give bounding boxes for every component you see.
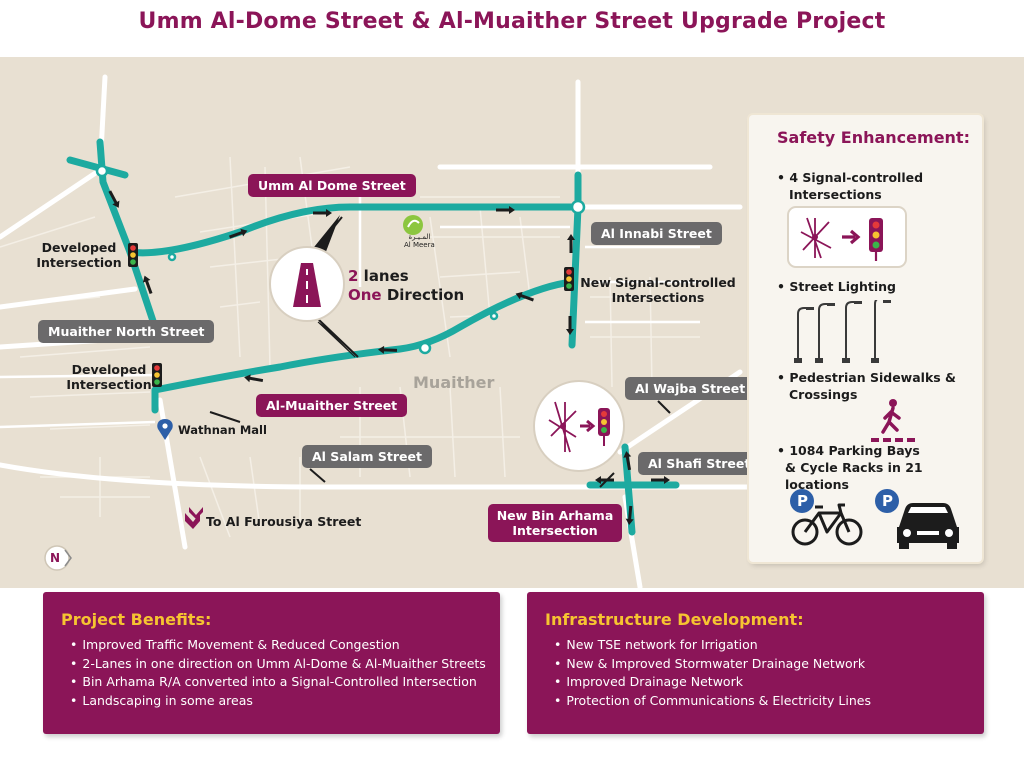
safety-item-text: & Cycle Racks in 21 locations: [785, 460, 923, 492]
benefit-item: Improved Traffic Movement & Reduced Cong…: [70, 636, 486, 655]
safety-item-text: 1084 Parking Bays: [789, 443, 920, 458]
project-benefits-box: Project Benefits: Improved Traffic Movem…: [43, 592, 500, 734]
infrastructure-item: New TSE network for Irrigation: [554, 636, 871, 655]
lanes-callout-icon: [269, 246, 345, 322]
direction-word: Direction: [386, 286, 465, 304]
infrastructure-item: Improved Drainage Network: [554, 673, 871, 692]
direction-arrow-icon: [625, 505, 634, 525]
traffic-arrows: [108, 190, 670, 525]
new-signal-line1: New Signal-controlled: [580, 275, 736, 290]
direction-arrow-icon: [229, 228, 248, 239]
direction-arrow-icon: [651, 476, 670, 484]
lanes-direction-callout: 2 lanes One Direction: [348, 267, 464, 305]
map-canvas: [0, 74, 763, 588]
road-nodes: [95, 164, 586, 355]
al-meera-logo: [403, 215, 423, 235]
direction-arrow-icon: [244, 374, 264, 383]
cycle-rack-icon: [790, 489, 863, 546]
direction-arrow-icon: [515, 291, 534, 302]
safety-item-text: Crossings: [789, 387, 858, 402]
benefits-title: Project Benefits:: [61, 610, 212, 629]
signal-intersection-icon: [787, 206, 907, 268]
lanes-number: 2: [348, 267, 359, 285]
direction-arrow-icon: [567, 234, 575, 253]
safety-enhancement-panel: Safety Enhancement: • 4 Signal-controlle…: [749, 115, 982, 562]
new-signal-intersections-label: New Signal-controlled Intersections: [574, 275, 742, 305]
bin-arhama-line1: New Bin Arhama: [496, 508, 614, 523]
al-meera-label: المـيـرة Al Meera: [404, 233, 435, 249]
benefit-item: Bin Arhama R/A converted into a Signal-C…: [70, 673, 486, 692]
safety-title: Safety Enhancement:: [777, 128, 970, 147]
safety-item-sidewalks: • Pedestrian Sidewalks & Crossings: [777, 370, 956, 402]
infrastructure-item: New & Improved Stormwater Drainage Netwo…: [554, 655, 871, 674]
parking-letter-car: P: [882, 492, 893, 510]
benefits-list: Improved Traffic Movement & Reduced Cong…: [70, 636, 486, 711]
direction-arrow-icon: [595, 476, 614, 484]
direction-arrow-icon: [496, 206, 515, 214]
al-shafi-street-label: Al Shafi Street: [638, 452, 761, 475]
al-meera-latin: Al Meera: [404, 241, 435, 249]
direction-arrow-icon: [566, 316, 574, 335]
developed-intersection-line2: Intersection: [66, 377, 152, 392]
bin-arhama-intersection-label: New Bin Arhama Intersection: [488, 504, 622, 542]
benefit-item: Landscaping in some areas: [70, 692, 486, 711]
direction-arrow-icon: [142, 275, 153, 294]
one-word: One: [348, 286, 382, 304]
al-muaither-street-label: Al-Muaither Street: [256, 394, 408, 417]
parking-car-icon: [875, 489, 959, 549]
location-pin-icon: [157, 419, 173, 440]
page-title: Umm Al-Dome Street & Al-Muaither Street …: [138, 9, 886, 34]
safety-item-parking: • 1084 Parking Bays & Cycle Racks in 21 …: [777, 442, 982, 493]
developed-intersection-line2: Intersection: [36, 255, 122, 270]
safety-item-text: 4 Signal-controlled: [789, 170, 924, 185]
direction-arrow-icon: [313, 209, 332, 217]
al-wajba-street-label: Al Wajba Street: [625, 377, 756, 400]
direction-arrow-icon: [108, 190, 120, 208]
al-innabi-street-label: Al Innabi Street: [591, 222, 722, 245]
safety-item-text: Intersections: [789, 187, 882, 202]
al-meera-arabic: المـيـرة: [408, 233, 431, 241]
direction-arrow-icon: [623, 451, 632, 471]
al-furousiya-label: To Al Furousiya Street: [206, 514, 362, 529]
project-map[interactable]: Umm Al Dome Street Al Innabi Street Muai…: [0, 57, 1024, 588]
direction-arrow-icons: [108, 190, 670, 525]
safety-item-text: Street Lighting: [789, 279, 896, 294]
developed-intersection-line1: Developed: [71, 362, 147, 377]
safety-item-lighting: • Street Lighting: [777, 279, 896, 294]
direction-arrow-icon: [378, 345, 398, 354]
direction-chevron-icon: [185, 507, 203, 529]
minor-streets: [0, 197, 700, 429]
developed-intersection-line1: Developed: [41, 240, 117, 255]
parking-letter-cycle: P: [797, 492, 808, 510]
traffic-light-icons: [128, 243, 574, 387]
benefit-item: 2-Lanes in one direction on Umm Al-Dome …: [70, 655, 485, 674]
bin-arhama-signal-icon: [533, 380, 625, 472]
developed-intersection-label-south: Developed Intersection: [60, 362, 158, 392]
umm-al-dome-street-label: Umm Al Dome Street: [248, 174, 416, 197]
street-lighting-icon: [794, 300, 891, 363]
safety-item-text: Pedestrian Sidewalks &: [789, 370, 956, 385]
safety-item-signals: • 4 Signal-controlled Intersections: [777, 170, 924, 202]
infrastructure-list: New TSE network for Irrigation New & Imp…: [554, 636, 871, 710]
bin-arhama-line2: Intersection: [512, 523, 598, 538]
infrastructure-development-box: Infrastructure Development: New TSE netw…: [527, 592, 984, 734]
wathnan-mall-label: Wathnan Mall: [178, 423, 267, 437]
new-signal-line2: Intersections: [611, 290, 705, 305]
al-salam-street-label: Al Salam Street: [302, 445, 432, 468]
north-marker: [44, 545, 72, 571]
infrastructure-title: Infrastructure Development:: [545, 610, 804, 629]
developed-intersection-label-north: Developed Intersection: [30, 240, 128, 270]
district-label: Muaither: [413, 373, 495, 392]
muaither-north-street-label: Muaither North Street: [38, 320, 215, 343]
lanes-word: lanes: [363, 267, 409, 285]
north-label: N: [50, 551, 61, 565]
infrastructure-item: Protection of Communications & Electrici…: [554, 692, 871, 711]
pedestrian-crossing-icon: [871, 399, 915, 442]
